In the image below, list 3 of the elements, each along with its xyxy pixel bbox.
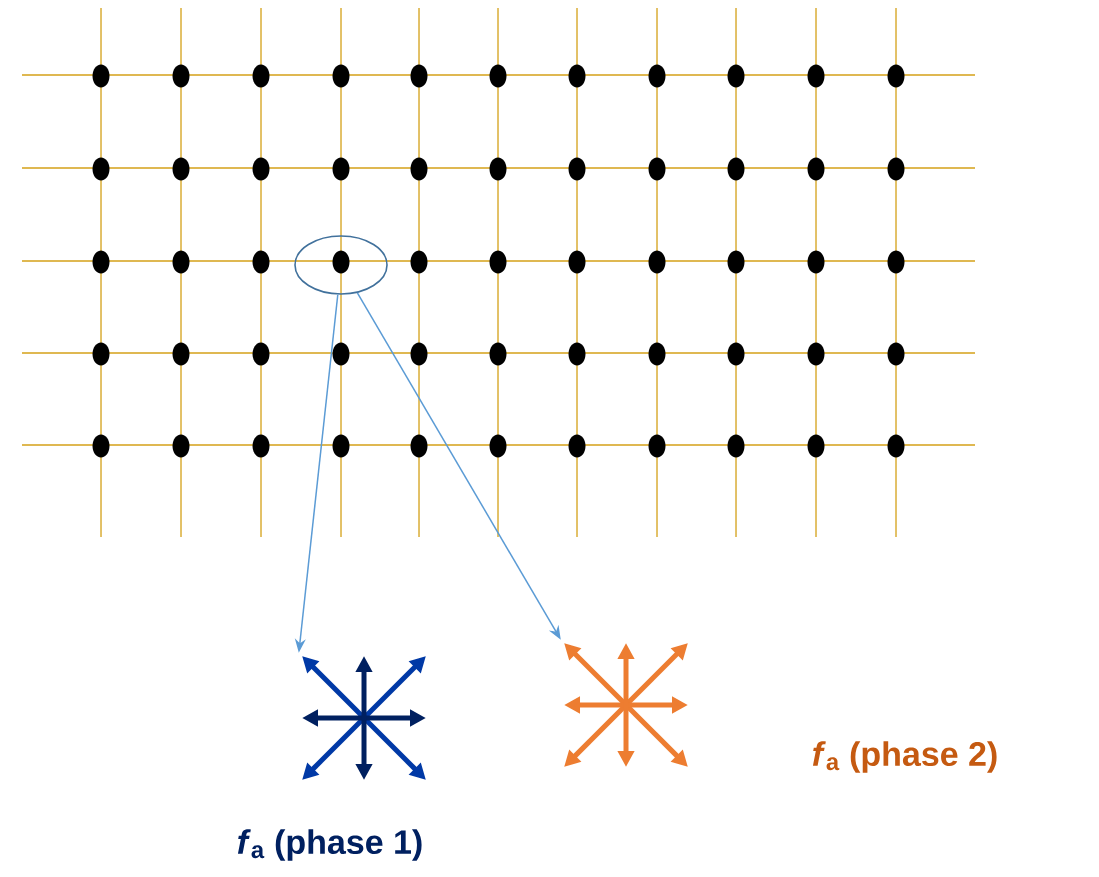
- phase-label: f$_{a}$ (phase 1): [237, 829, 422, 861]
- highlight-ellipse: [294, 235, 388, 295]
- phase-label: f$_{a}$ (phase 2): [812, 741, 997, 773]
